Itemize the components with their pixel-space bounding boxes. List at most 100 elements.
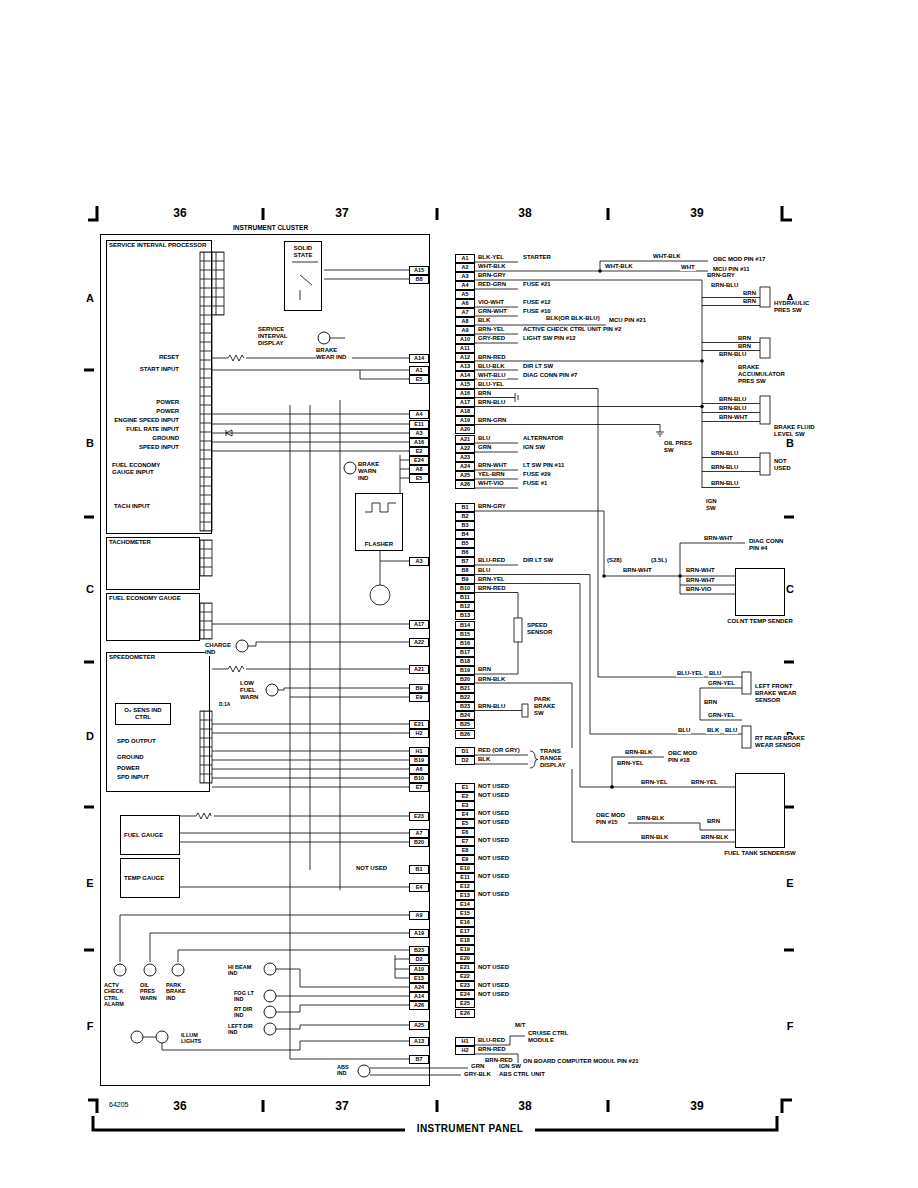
wire-label: GRN-YEL	[707, 680, 736, 687]
wire-label: VIO-WHT	[477, 299, 505, 306]
pin-number: E12	[455, 882, 475, 891]
wire-label: M/T	[514, 1022, 526, 1029]
grid-ref: 37	[334, 207, 349, 221]
flasher-box: FLASHER	[355, 493, 403, 551]
pin-number: E9	[409, 693, 429, 702]
pin-number: B19	[409, 756, 429, 765]
cluster-label: START INPUT	[139, 366, 180, 373]
grid-ref: A	[85, 292, 95, 305]
wire-label: BLU	[724, 727, 738, 734]
wire-label: BRN-YEL	[640, 779, 669, 786]
pin-number: E2	[455, 792, 475, 801]
pin-number: E13	[409, 974, 429, 983]
pin-number: E11	[455, 873, 475, 882]
wire-label: BRN-GRY	[477, 503, 507, 510]
wire-label: BRN-BLU	[710, 450, 739, 457]
pin-number: E3	[455, 801, 475, 810]
wire-label: BLU	[477, 567, 491, 574]
pin-number: A3	[455, 272, 475, 281]
pin-number: B15	[455, 630, 475, 639]
wire-label: BRN-VIO	[685, 586, 712, 593]
wire-label: NOT USED	[477, 783, 510, 790]
wire-label: NOT USED	[477, 991, 510, 998]
pin-number: B25	[455, 720, 475, 729]
node-label: COLNT TEMP SENDER	[724, 618, 796, 625]
pin-number: E13	[455, 891, 475, 900]
wire-label: BLK	[706, 727, 720, 734]
pin-number: B9	[455, 575, 475, 584]
wire-label: DIR LT SW	[522, 363, 554, 370]
pin-number: E11	[409, 420, 429, 429]
wire-label: BRN-YEL	[690, 779, 719, 786]
pin-number: A16	[409, 438, 429, 447]
wire-label: BRN	[477, 666, 492, 673]
wire-label: ACTIVE CHECK CTRL UNIT PIN #2	[522, 326, 622, 333]
cluster-label: D.1A	[218, 702, 231, 708]
cluster-label: GROUND	[116, 754, 145, 761]
pin-number: A12	[455, 353, 475, 362]
pin-number: B23	[409, 946, 429, 955]
pin-number: E15	[455, 909, 475, 918]
grid-ref: C	[85, 583, 95, 596]
pin-number: E21	[455, 963, 475, 972]
wire-label: WHT-BLK	[604, 263, 634, 270]
wire-label: GRY-BLK	[463, 1071, 492, 1078]
wire-label: BRN	[737, 335, 752, 342]
pin-number: A15	[409, 266, 429, 275]
frame-marks	[84, 206, 794, 1130]
wire-label: FUSE #29	[522, 471, 552, 478]
pin-number: B20	[455, 675, 475, 684]
pin-number: A10	[409, 965, 429, 974]
wire-label: GRN	[477, 444, 492, 451]
pin-number: A18	[455, 407, 475, 416]
wire-label: STARTER	[522, 254, 552, 261]
wire-label: BRAKE ACCUMULATOR PRES SW	[738, 364, 798, 385]
cluster-label: ACTV CHECK CTRL ALARM	[104, 982, 134, 1007]
pin-number: A2	[455, 263, 475, 272]
cluster-label: PARK BRAKE IND	[166, 982, 192, 1001]
wire-label: WHT-VIO	[477, 480, 505, 487]
wire-label: BRN-BLU	[710, 480, 739, 487]
wire-label: NOT USED	[477, 855, 510, 862]
wire-label: RED-GRN	[477, 281, 507, 288]
pin-number: A10	[455, 335, 475, 344]
pin-number: A17	[455, 398, 475, 407]
cluster-label: SPEED INPUT	[138, 444, 180, 451]
wire-label: GRY-RED	[477, 335, 506, 342]
pin-number: E20	[455, 954, 475, 963]
node-label: FUEL GAUGE	[124, 832, 176, 839]
pin-number: E24	[409, 456, 429, 465]
pin-number: E7	[455, 837, 475, 846]
node-label: TEMP GAUGE	[124, 875, 176, 882]
junction-dots	[598, 269, 704, 789]
wire-label: BRN-BLU	[477, 703, 506, 710]
pin-number: H2	[455, 1046, 475, 1055]
pin-number: B1	[455, 503, 475, 512]
wire-label: BLU-BLK	[477, 363, 506, 370]
pin-number: A16	[455, 389, 475, 398]
wire-label: IGN SW	[498, 1063, 522, 1070]
pin-number: A23	[455, 453, 475, 462]
pin-number: E2	[409, 447, 429, 456]
pin-number: B8	[455, 566, 475, 575]
solid-state-box: SOLID STATE	[284, 241, 322, 311]
pin-number: E21	[409, 720, 429, 729]
wire-label: BRN-BLK	[636, 815, 665, 822]
pin-number: A26	[409, 1001, 429, 1010]
pin-number: A8	[455, 317, 475, 326]
wire-label: NOT USED	[477, 837, 510, 844]
grid-ref: E	[85, 877, 94, 890]
pin-number: A9	[409, 911, 429, 920]
pin-number: A13	[409, 1037, 429, 1046]
sender-box: FUEL TANK SENDER/SW	[735, 773, 785, 848]
grid-ref: 37	[334, 1100, 349, 1114]
grid-ref: 38	[517, 1100, 532, 1114]
cluster-label: SPD INPUT	[116, 774, 150, 781]
wire-label: BRN-BLU	[718, 351, 747, 358]
wire-label: OIL PRES SW	[664, 440, 694, 454]
wire-label: GRN-YEL	[707, 712, 736, 719]
pin-number: A24	[455, 462, 475, 471]
wire-label: BRN-YEL	[477, 326, 506, 333]
pin-number: E23	[409, 812, 429, 821]
pin-number: H2	[409, 729, 429, 738]
